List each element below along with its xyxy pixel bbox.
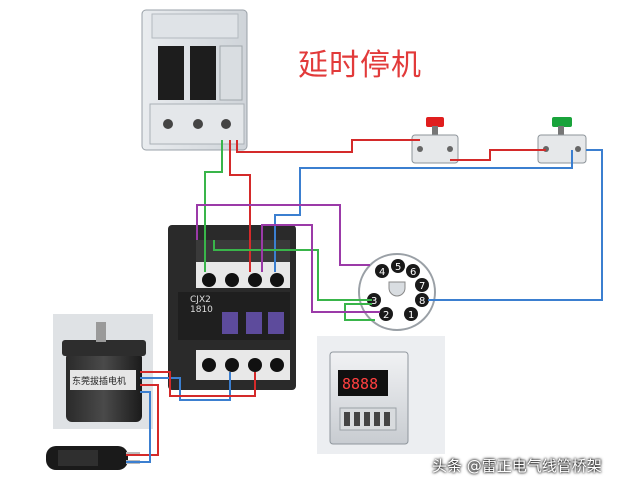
wires bbox=[126, 139, 603, 463]
stop-button-switch bbox=[411, 117, 459, 164]
wire-purple-line bbox=[196, 204, 370, 266]
time-relay bbox=[317, 336, 445, 454]
pin-label: 7 bbox=[419, 281, 425, 292]
wire-red-line bbox=[140, 371, 256, 397]
circuit-breaker bbox=[141, 9, 248, 151]
wire-blue-line bbox=[126, 391, 151, 463]
pin-label: 8 bbox=[419, 296, 425, 307]
wire-purple-line bbox=[261, 224, 380, 313]
ac-contactor bbox=[168, 225, 296, 390]
gear-motor bbox=[53, 314, 153, 429]
contactor-model-line-1: CJX2 bbox=[190, 295, 211, 305]
motor-label: 东莞拔插电机 bbox=[72, 375, 126, 387]
timer-socket-pins bbox=[367, 259, 429, 321]
wire-red-line bbox=[229, 140, 251, 272]
pin-label: 4 bbox=[379, 267, 385, 278]
pin-label: 2 bbox=[383, 310, 389, 321]
wire-green-line bbox=[204, 140, 223, 272]
wire-green-line bbox=[213, 240, 372, 301]
timer-display-digits: 8888 bbox=[342, 375, 378, 393]
pin-label: 5 bbox=[395, 262, 401, 273]
pin-label: 1 bbox=[408, 310, 414, 321]
motor-capacitor bbox=[46, 446, 140, 470]
wire-red-line bbox=[126, 384, 159, 456]
wire-red-line bbox=[236, 139, 420, 153]
pin-label: 3 bbox=[371, 296, 377, 307]
wire-blue-line bbox=[274, 150, 573, 272]
wire-red-line bbox=[450, 149, 546, 161]
wire-blue-line bbox=[428, 149, 603, 301]
watermark-text: 头条 @雷正电气线管桥架 bbox=[432, 457, 602, 475]
pin-label: 6 bbox=[410, 267, 416, 278]
contactor-model-line-2: 1810 bbox=[190, 305, 213, 315]
diagram-title: 延时停机 bbox=[298, 48, 422, 83]
start-button-switch bbox=[537, 117, 587, 164]
wire-blue-line bbox=[140, 372, 231, 401]
